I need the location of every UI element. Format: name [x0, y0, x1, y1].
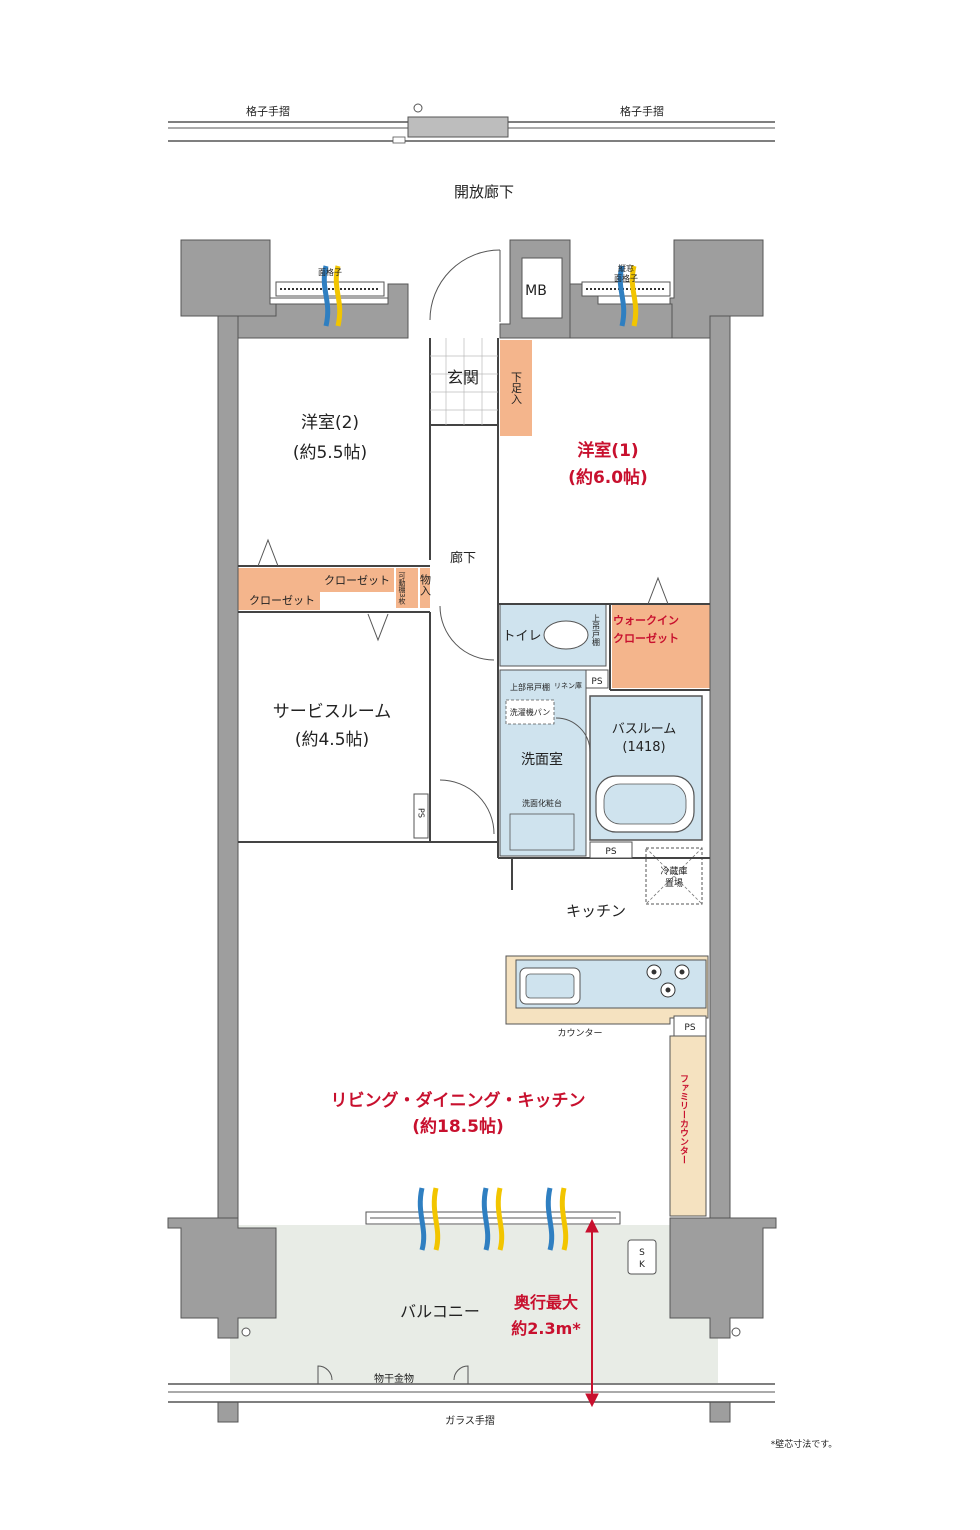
- mesh-window-label: 縦窓: [618, 263, 634, 273]
- toilet-upper-shelf-label: 上吊戸棚: [592, 614, 601, 647]
- mb-box: [521, 257, 563, 319]
- drying-hardware-left: [317, 1365, 333, 1384]
- family-counter-label: ファミリーカウンター: [678, 1074, 689, 1164]
- upper-cabinet-label: 上部吊戸棚: [510, 682, 550, 692]
- western-room-1-size: (約6.0帖): [568, 467, 648, 488]
- entrance-label: 玄関: [447, 368, 479, 387]
- service-room-title: サービスルーム: [273, 702, 392, 722]
- ps-kitchen-box: [673, 1015, 707, 1037]
- face-lattice-right-label: 面格子: [614, 273, 638, 283]
- lattice-rail-left-label: 格子手摺: [246, 104, 290, 118]
- closet-a-label: クローゼット: [249, 594, 315, 607]
- sk-label-s: S: [639, 1248, 645, 1258]
- ps-toilet-box: [585, 669, 609, 689]
- depth-arrow-icon: [585, 1218, 599, 1408]
- corridor-railing: [168, 103, 775, 144]
- walk-in-closet-label-1: ウォークイン: [613, 614, 679, 627]
- hallway-label: 廊下: [450, 550, 476, 566]
- counter-label: カウンター: [557, 1028, 602, 1039]
- drying-hardware-label: 物干金物: [374, 1372, 414, 1385]
- walk-in-closet: [612, 604, 710, 688]
- western-room-2-title: 洋室(2): [301, 413, 359, 433]
- shoe-box: [500, 340, 532, 436]
- entrance-tile: [430, 338, 498, 425]
- ps-toilet-label: PS: [591, 677, 602, 687]
- shoe-box-label: 下足入: [510, 372, 523, 405]
- ps-service-box: [413, 793, 429, 839]
- stove-icon: [646, 964, 690, 998]
- kitchen-sink-basin: [525, 973, 575, 999]
- bathroom-label: バスルーム: [612, 722, 677, 737]
- washer-pan: [505, 699, 555, 725]
- ldk-title: リビング・ダイニング・キッチン: [331, 1090, 586, 1111]
- linen-label: リネン庫: [554, 681, 582, 690]
- shelf-label: 可動棚3枚: [398, 572, 406, 606]
- drain-left-icon: [241, 1327, 251, 1337]
- vanity-sink: [509, 813, 575, 851]
- storage-label: 物入: [419, 573, 432, 596]
- western-room-1-title: 洋室(1): [577, 440, 638, 461]
- footnote: *壁芯寸法です。: [771, 1438, 838, 1450]
- drying-hardware-right: [453, 1365, 469, 1384]
- closet-a: [238, 568, 320, 610]
- vanity-label: 洗面化粧台: [522, 798, 562, 808]
- ps-service-label: PS: [417, 808, 426, 818]
- drain-right-icon: [731, 1327, 741, 1337]
- service-room-size: (約4.5帖): [295, 730, 369, 750]
- mb-label: MB: [525, 283, 547, 299]
- fridge-label-2: 置場: [665, 877, 683, 889]
- bathtub-inner: [603, 783, 687, 825]
- kitchen-label: キッチン: [566, 902, 626, 920]
- closet-b: [320, 568, 394, 592]
- toilet-label: トイレ: [502, 629, 541, 644]
- closet-b-label: クローゼット: [324, 574, 390, 587]
- ps-bath-label: PS: [605, 847, 616, 857]
- door-swings: [257, 249, 669, 835]
- western-room-2-size: (約5.5帖): [293, 443, 367, 463]
- fridge-label-1: 冷蔵庫: [660, 865, 687, 877]
- ldk-size: (約18.5帖): [412, 1116, 503, 1137]
- washer-pan-label: 洗濯機パン: [510, 707, 550, 717]
- shelf-box: [396, 568, 418, 608]
- ps-kitchen-label: PS: [684, 1023, 695, 1033]
- washroom-label: 洗面室: [521, 751, 563, 768]
- sk-box: [627, 1239, 657, 1275]
- walk-in-closet-label-2: クローゼット: [613, 631, 679, 645]
- walls: [167, 239, 777, 1423]
- balcony-label: バルコニー: [400, 1302, 480, 1321]
- lattice-rail-right-label: 格子手摺: [620, 104, 664, 118]
- ps-bath-box: [589, 841, 633, 859]
- corridor-label: 開放廊下: [454, 183, 514, 201]
- glass-rail-label: ガラス手摺: [445, 1414, 495, 1427]
- family-counter: [669, 1035, 707, 1217]
- sk-label-k: K: [639, 1260, 646, 1270]
- toilet-bowl: [543, 620, 589, 650]
- ventilation-arrows-icon: [321, 265, 639, 1251]
- glass-railing: [168, 1383, 775, 1403]
- depth-label-1: 奥行最大: [514, 1293, 578, 1312]
- face-lattice-left-label: 面格子: [318, 267, 342, 277]
- depth-label-2: 約2.3m*: [511, 1319, 581, 1338]
- bathroom-size: (1418): [622, 740, 665, 755]
- storage-box: [420, 568, 430, 608]
